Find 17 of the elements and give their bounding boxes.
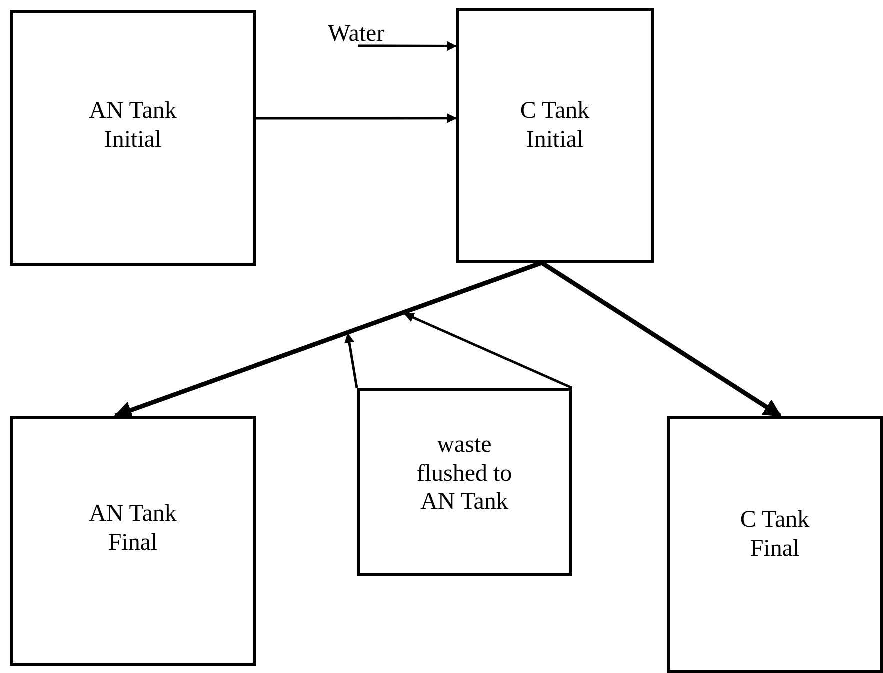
tank-box (10, 416, 256, 666)
arrow (256, 113, 457, 124)
box-label: C Tank Final (739, 506, 811, 564)
arrow (344, 333, 358, 388)
box-label: AN Tank Initial (88, 97, 178, 155)
arrow (358, 41, 457, 52)
arrow (404, 312, 572, 390)
tank-box (456, 8, 654, 263)
tank-box (357, 388, 572, 576)
tank-box (667, 416, 883, 673)
box-label: AN Tank Final (88, 500, 178, 558)
tank-box (10, 10, 256, 266)
box-label: C Tank Initial (519, 96, 591, 154)
arrow (114, 260, 543, 419)
box-label: waste flushed to AN Tank (416, 430, 514, 518)
flow-label: Water (328, 20, 412, 46)
arrow (540, 261, 782, 418)
